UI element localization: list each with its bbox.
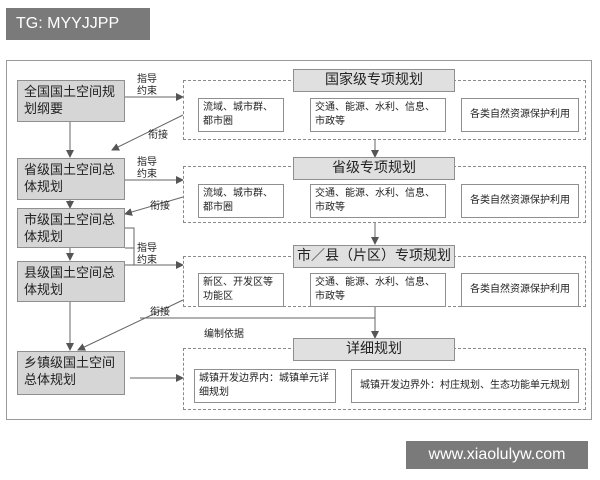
- arrow-link-1: [111, 114, 184, 151]
- national-plan-box: 全国国土空间规划纲要: [17, 80, 125, 122]
- detailed-item-outside: 城镇开发边界外：村庄规划、生态功能单元规划: [351, 369, 579, 403]
- national-item-resources: 各类自然资源保护利用: [461, 98, 579, 132]
- city-item-zones: 新区、开发区等功能区: [198, 273, 284, 307]
- provincial-item-infrastructure: 交通、能源、水利、信息、市政等: [310, 184, 446, 218]
- city-plan-box: 市级国土空间总体规划: [17, 208, 125, 248]
- detailed-item-inside: 城镇开发边界内：城镇单元详细规划: [194, 369, 336, 403]
- arrow-link-2: [124, 196, 184, 216]
- provincial-plan-box: 省级国土空间总体规划: [17, 158, 125, 200]
- label-guide-1: 指导约束: [137, 74, 157, 97]
- national-item-region: 流域、城市群、都市圈: [198, 98, 284, 132]
- header-detailed: 详细规划: [293, 338, 455, 361]
- city-item-resources: 各类自然资源保护利用: [461, 273, 579, 307]
- header-city-county-special: 市／县（片区）专项规划: [293, 245, 455, 268]
- label-guide-3: 指导约束: [137, 243, 157, 266]
- national-item-infrastructure: 交通、能源、水利、信息、市政等: [310, 98, 446, 132]
- bracket-city-county: [125, 227, 135, 249]
- city-item-infrastructure: 交通、能源、水利、信息、市政等: [310, 273, 446, 307]
- header-national-special: 国家级专项规划: [293, 69, 455, 92]
- label-guide-2: 指导约束: [137, 157, 157, 180]
- county-plan-box: 县级国土空间总体规划: [17, 261, 125, 302]
- label-link-3: 衔接: [150, 307, 170, 318]
- arrow-link-3: [77, 299, 184, 351]
- watermark-tag: TG: MYYJJPP: [6, 8, 150, 40]
- provincial-item-region: 流域、城市群、都市圈: [198, 184, 284, 218]
- header-provincial-special: 省级专项规划: [293, 157, 455, 180]
- provincial-item-resources: 各类自然资源保护利用: [461, 184, 579, 218]
- township-plan-box: 乡镇级国土空间总体规划: [17, 351, 125, 395]
- label-link-1: 衔接: [148, 130, 168, 141]
- label-basis: 编制依据: [204, 329, 244, 340]
- watermark-url: www.xiaolulyw.com: [406, 441, 588, 469]
- label-link-2: 衔接: [150, 201, 170, 212]
